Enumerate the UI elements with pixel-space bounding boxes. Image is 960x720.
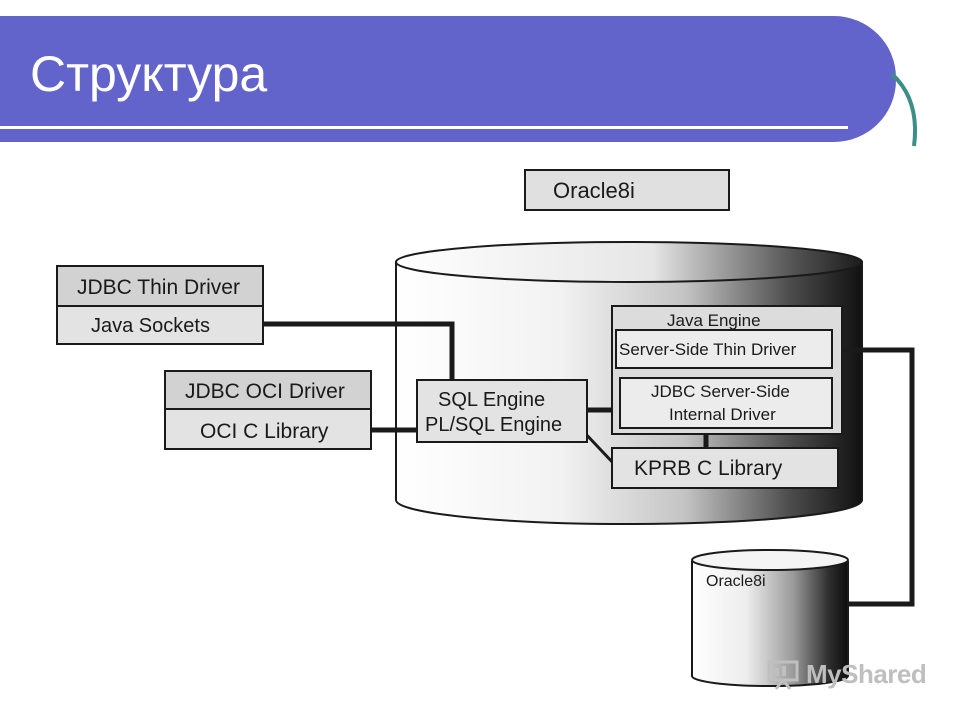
watermark: MyShared	[766, 656, 927, 692]
java-sockets-to-engine-line	[262, 321, 455, 382]
jdbc-thin-driver-label: JDBC Thin Driver	[77, 276, 240, 299]
presentation-board-icon	[767, 660, 799, 690]
title-divider	[0, 126, 848, 129]
jdbc-thin-driver-block: JDBC Thin Driver Java Sockets	[56, 265, 264, 345]
internal-driver-label: Internal Driver	[669, 405, 776, 424]
jdbc-oci-driver-block: JDBC OCI Driver OCI C Library	[164, 370, 372, 450]
oracle8i-small-database-cylinder: Oracle8i	[691, 549, 849, 687]
title-bar	[0, 16, 896, 142]
small-db-label: Oracle8i	[706, 573, 766, 590]
oci-c-library-label: OCI C Library	[200, 420, 329, 443]
decorative-arc	[890, 72, 918, 147]
java-sockets-label: Java Sockets	[91, 315, 210, 337]
oracle8i-header-box: Oracle8i	[524, 169, 730, 211]
server-side-thin-driver-box	[615, 329, 833, 369]
jdbc-oci-driver-label: JDBC OCI Driver	[185, 380, 345, 403]
java-engine-box: Java Engine Server-Side Thin Driver JDBC…	[611, 305, 843, 435]
jdbc-server-side-driver-box	[619, 377, 833, 429]
thin-driver-to-remote-db-line	[832, 347, 915, 607]
sql-engine-box: SQL Engine PL/SQL Engine	[416, 379, 588, 443]
kprb-c-library-label: KPRB C Library	[634, 457, 783, 480]
jdbc-server-side-label: JDBC Server-Side	[651, 382, 790, 401]
oracle8i-header-label: Oracle8i	[553, 178, 635, 203]
kprb-c-library-box: KPRB C Library	[611, 447, 839, 489]
sql-engine-label: SQL Engine	[438, 389, 545, 411]
java-engine-label: Java Engine	[667, 311, 761, 330]
server-side-thin-driver-label: Server-Side Thin Driver	[619, 340, 797, 359]
watermark-text: MyShared	[806, 658, 927, 689]
plsql-engine-label: PL/SQL Engine	[425, 414, 562, 436]
slide-title: Структура	[30, 46, 268, 102]
